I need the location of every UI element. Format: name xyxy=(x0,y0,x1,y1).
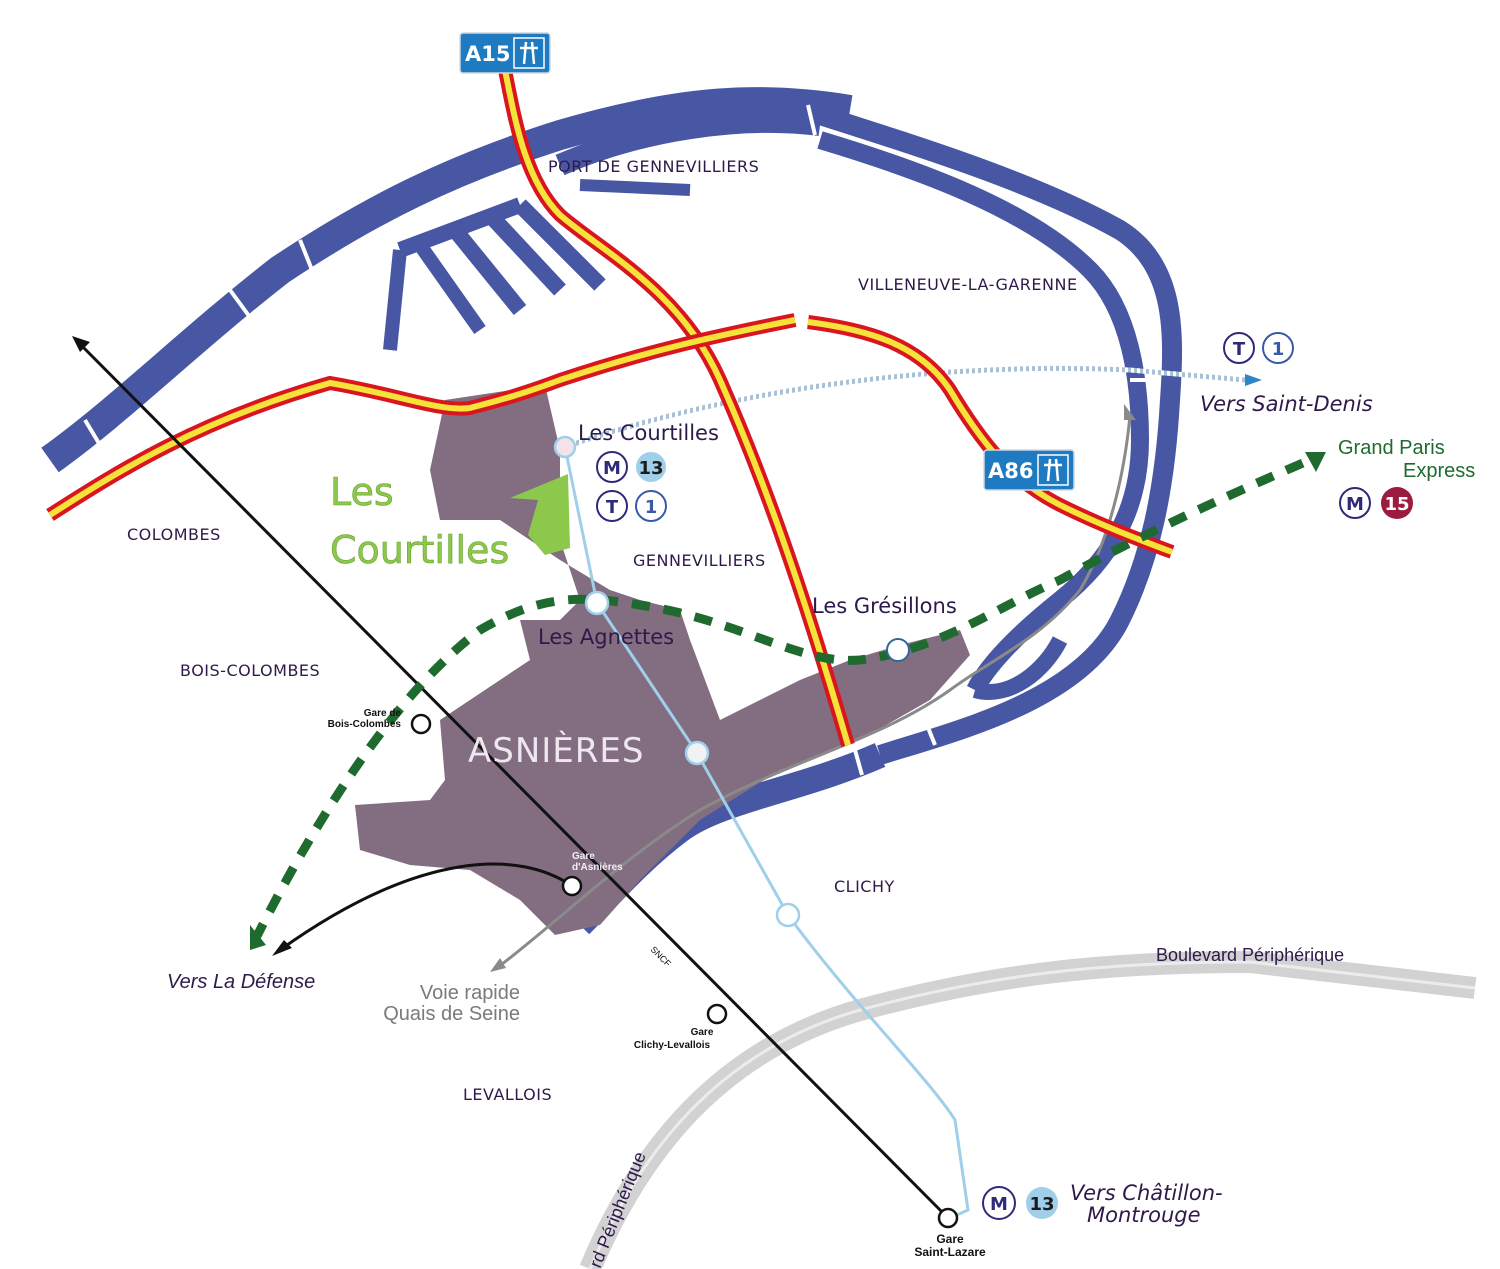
tram-badge-icon xyxy=(1223,332,1255,364)
label-grand-paris: Grand Paris xyxy=(1338,437,1445,459)
chatillon-badges: M 13 xyxy=(982,1186,1058,1220)
label-les-courtilles: Les Courtilles xyxy=(578,421,719,445)
sncf-arrow-nw-icon xyxy=(72,336,90,352)
label-quais-de-seine: Quais de Seine xyxy=(383,1003,520,1025)
metro-badge-icon xyxy=(1339,487,1371,519)
gare-clichy-levallois xyxy=(706,1003,728,1025)
label-vers-saint-denis: Vers Saint-Denis xyxy=(1200,392,1373,416)
asnieres-commune xyxy=(355,385,970,935)
tram-badge-icon xyxy=(596,490,628,522)
a15-sign: A15 xyxy=(459,32,551,74)
highway-a15 xyxy=(498,68,855,747)
label-boulevard-peripherique: Boulevard Périphérique xyxy=(1156,945,1344,965)
station-les-courtilles xyxy=(553,435,577,459)
a86-sign: A86 xyxy=(983,449,1075,491)
gpe-arrow-ne-icon xyxy=(1305,452,1326,472)
motorway-icon xyxy=(513,37,545,69)
svg-text:1: 1 xyxy=(645,497,658,518)
gare-saint-lazare xyxy=(937,1207,959,1229)
label-gare-lazare-2: Saint-Lazare xyxy=(914,1245,986,1259)
label-port-de-gennevilliers: PORT DE GENNEVILLIERS xyxy=(548,157,759,176)
line-1-badge xyxy=(635,490,667,522)
label-les-gresillons: Les Grésillons xyxy=(812,594,957,618)
label-asnieres: ASNIÈRES xyxy=(468,730,644,771)
motorway-icon xyxy=(1037,454,1069,486)
label-gare-asnieres-2: d'Asnières xyxy=(572,862,623,873)
svg-text:M: M xyxy=(1346,494,1364,515)
label-peripherique-rotated: rd Périphérique xyxy=(585,1149,650,1269)
boulevard-peripherique xyxy=(579,950,1477,1269)
label-levallois: LEVALLOIS xyxy=(463,1085,552,1104)
highlight-line2: Courtilles xyxy=(330,528,509,572)
label-gennevilliers: GENNEVILLIERS xyxy=(633,551,766,570)
gare-bois-colombes xyxy=(410,713,432,735)
gare-asnieres xyxy=(561,875,583,897)
label-villeneuve-la-garenne: VILLENEUVE-LA-GARENNE xyxy=(858,275,1078,294)
station-asnieres-metro xyxy=(684,740,710,766)
courtilles-badges: M 13 T 1 xyxy=(596,451,667,522)
label-gare-lazare-1: Gare xyxy=(936,1232,964,1246)
metro-badge-icon xyxy=(596,451,628,483)
svg-text:15: 15 xyxy=(1384,494,1409,515)
svg-text:T: T xyxy=(606,497,619,518)
svg-text:M: M xyxy=(603,458,621,479)
label-vers-chatillon: Vers Châtillon- xyxy=(1070,1181,1223,1205)
voie-rapide-arrow-sw xyxy=(490,958,506,972)
sncf-line xyxy=(76,340,950,1220)
svg-text:1: 1 xyxy=(1272,339,1285,360)
label-gare-clichy-1: Gare xyxy=(691,1027,714,1038)
station-clichy-metro xyxy=(775,902,801,928)
river-bridges xyxy=(83,104,1160,917)
highlight-line1: Les xyxy=(330,470,394,514)
svg-text:M: M xyxy=(990,1194,1008,1215)
line-13-badge xyxy=(636,452,666,482)
line-13-badge xyxy=(1026,1187,1058,1219)
label-gare-asnieres-1: Gare xyxy=(572,851,595,862)
label-colombes: COLOMBES xyxy=(127,525,221,544)
label-bois-colombes: BOIS-COLOMBES xyxy=(180,661,320,680)
voie-rapide-quais-de-seine xyxy=(490,404,1136,972)
label-gare-de: Gare de xyxy=(364,708,402,719)
tram-arrow-icon xyxy=(1245,374,1262,386)
sncf-arrow-sw-icon xyxy=(272,940,292,956)
label-voie-rapide: Voie rapide xyxy=(420,982,520,1004)
label-les-agnettes: Les Agnettes xyxy=(538,625,674,649)
saint-denis-badges: T 1 xyxy=(1223,332,1294,364)
line-1-badge xyxy=(1262,332,1294,364)
voie-rapide-arrow-ne xyxy=(1124,404,1136,420)
svg-text:T: T xyxy=(1233,339,1246,360)
label-bois-colombes-gare: Bois-Colombes xyxy=(328,719,402,730)
label-clichy: CLICHY xyxy=(834,877,895,896)
station-les-gresillons xyxy=(886,638,910,662)
grand-paris-express-line xyxy=(250,452,1326,950)
label-sncf-line: SNCF xyxy=(649,944,674,969)
station-markers xyxy=(410,435,959,1229)
station-les-agnettes xyxy=(584,590,610,616)
line-15-badge xyxy=(1381,487,1413,519)
label-vers-la-defense: Vers La Défense xyxy=(167,971,315,993)
metro-badge-icon xyxy=(982,1186,1016,1220)
label-express: Express xyxy=(1403,460,1475,482)
gpe-arrow-sw-icon xyxy=(250,925,266,950)
seine-river xyxy=(41,87,1182,935)
a15-label: A15 xyxy=(465,42,510,66)
svg-text:13: 13 xyxy=(1029,1194,1054,1215)
gpe-badges: M 15 xyxy=(1339,487,1413,519)
svg-text:13: 13 xyxy=(638,458,663,479)
les-courtilles-area xyxy=(510,474,570,555)
tram-t1-line xyxy=(564,365,1262,450)
a86-label: A86 xyxy=(988,459,1033,483)
label-gare-clichy-2: Clichy-Levallois xyxy=(634,1040,711,1051)
label-montrouge: Montrouge xyxy=(1087,1203,1201,1227)
